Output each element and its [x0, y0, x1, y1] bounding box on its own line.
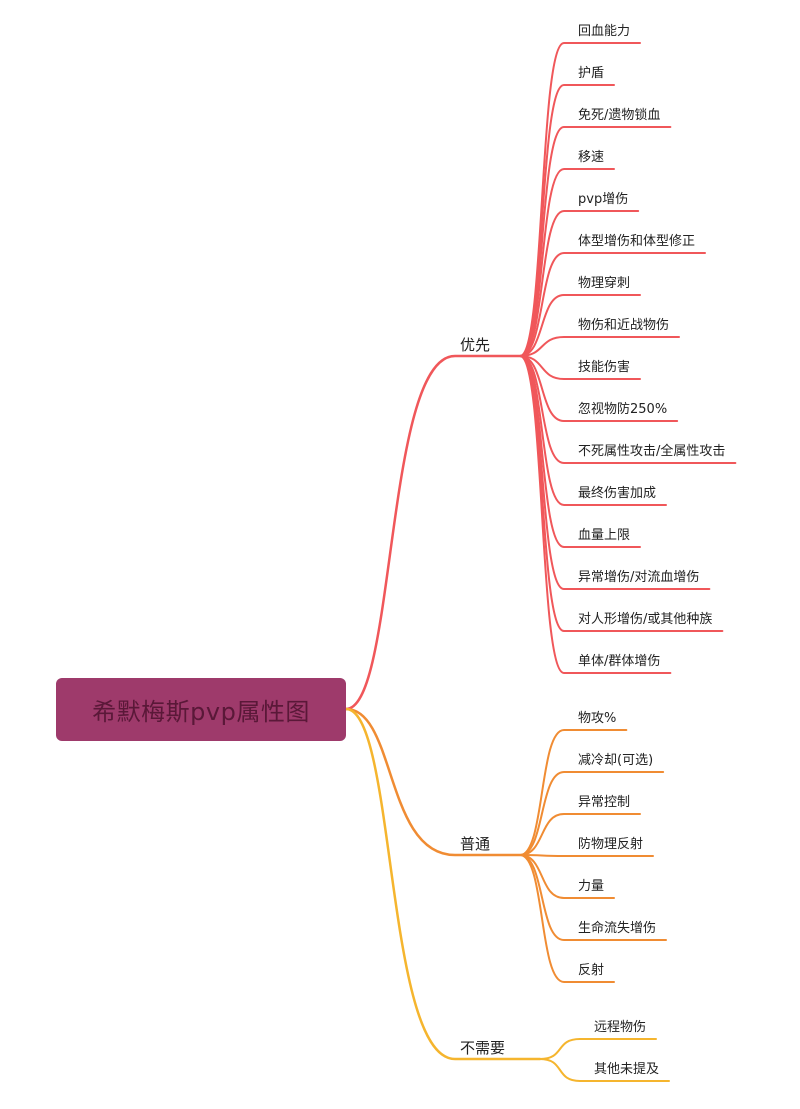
branch-label-0[interactable]: 优先 [460, 336, 491, 354]
leaf-connector-2-1 [539, 1058, 670, 1082]
branch-connector-2 [344, 707, 542, 1061]
root-node[interactable]: 希默梅斯pvp属性图 [56, 678, 346, 741]
branch-label-1[interactable]: 普通 [460, 835, 491, 853]
leaf-label-0-11[interactable]: 最终伤害加成 [578, 486, 657, 501]
leaf-connector-1-2 [519, 813, 641, 856]
leaf-label-0-5[interactable]: 体型增伤和体型修正 [578, 234, 696, 249]
leaf-connector-1-1 [519, 771, 665, 856]
leaf-label-0-12[interactable]: 血量上限 [578, 528, 631, 543]
leaf-connector-0-6 [519, 294, 641, 357]
branch-label-2[interactable]: 不需要 [460, 1039, 506, 1057]
leaf-connector-0-8 [519, 355, 641, 380]
leaf-label-1-6[interactable]: 反射 [578, 963, 605, 978]
leaf-label-0-7[interactable]: 物伤和近战物伤 [578, 318, 670, 333]
leaf-connector-2-0 [539, 1038, 657, 1060]
root-title: 希默梅斯pvp属性图 [92, 698, 310, 726]
leaf-label-2-1[interactable]: 其他未提及 [594, 1062, 660, 1077]
leaf-connector-0-4 [519, 210, 640, 357]
leaf-label-0-2[interactable]: 免死/遗物锁血 [578, 108, 661, 123]
leaf-label-0-3[interactable]: 移速 [578, 150, 605, 165]
leaf-label-1-4[interactable]: 力量 [578, 879, 605, 894]
leaf-label-0-15[interactable]: 单体/群体增伤 [578, 654, 661, 669]
leaf-label-1-0[interactable]: 物攻% [578, 711, 617, 726]
leaf-label-1-1[interactable]: 减冷却(可选) [578, 753, 654, 768]
leaf-label-2-0[interactable]: 远程物伤 [594, 1020, 647, 1035]
leaf-label-0-0[interactable]: 回血能力 [578, 24, 631, 39]
leaf-label-1-3[interactable]: 防物理反射 [578, 837, 644, 852]
leaf-label-0-14[interactable]: 对人形增伤/或其他种族 [578, 612, 713, 627]
leaf-label-0-8[interactable]: 技能伤害 [578, 360, 631, 375]
leaf-connector-1-6 [519, 854, 615, 983]
leaf-label-0-10[interactable]: 不死属性攻击/全属性攻击 [578, 444, 726, 459]
leaf-connector-1-0 [519, 729, 628, 856]
leaf-label-0-9[interactable]: 忽视物防250% [578, 402, 668, 417]
leaf-connector-0-5 [519, 252, 706, 357]
leaf-label-1-5[interactable]: 生命流失增伤 [578, 921, 657, 936]
leaf-connector-0-3 [519, 168, 615, 357]
leaf-label-1-2[interactable]: 异常控制 [578, 795, 631, 810]
leaf-label-0-13[interactable]: 异常增伤/对流血增伤 [578, 570, 700, 585]
leaf-label-0-6[interactable]: 物理穿刺 [578, 276, 631, 291]
leaf-connector-0-15 [519, 355, 672, 674]
leaf-label-0-1[interactable]: 护盾 [578, 66, 605, 81]
leaf-connector-0-7 [519, 336, 680, 357]
leaf-connector-1-4 [519, 854, 615, 899]
leaf-label-0-4[interactable]: pvp增伤 [578, 192, 629, 207]
branch-connector-0 [344, 354, 522, 711]
branch-connector-1 [344, 707, 522, 857]
leaf-connector-1-3 [519, 854, 654, 857]
